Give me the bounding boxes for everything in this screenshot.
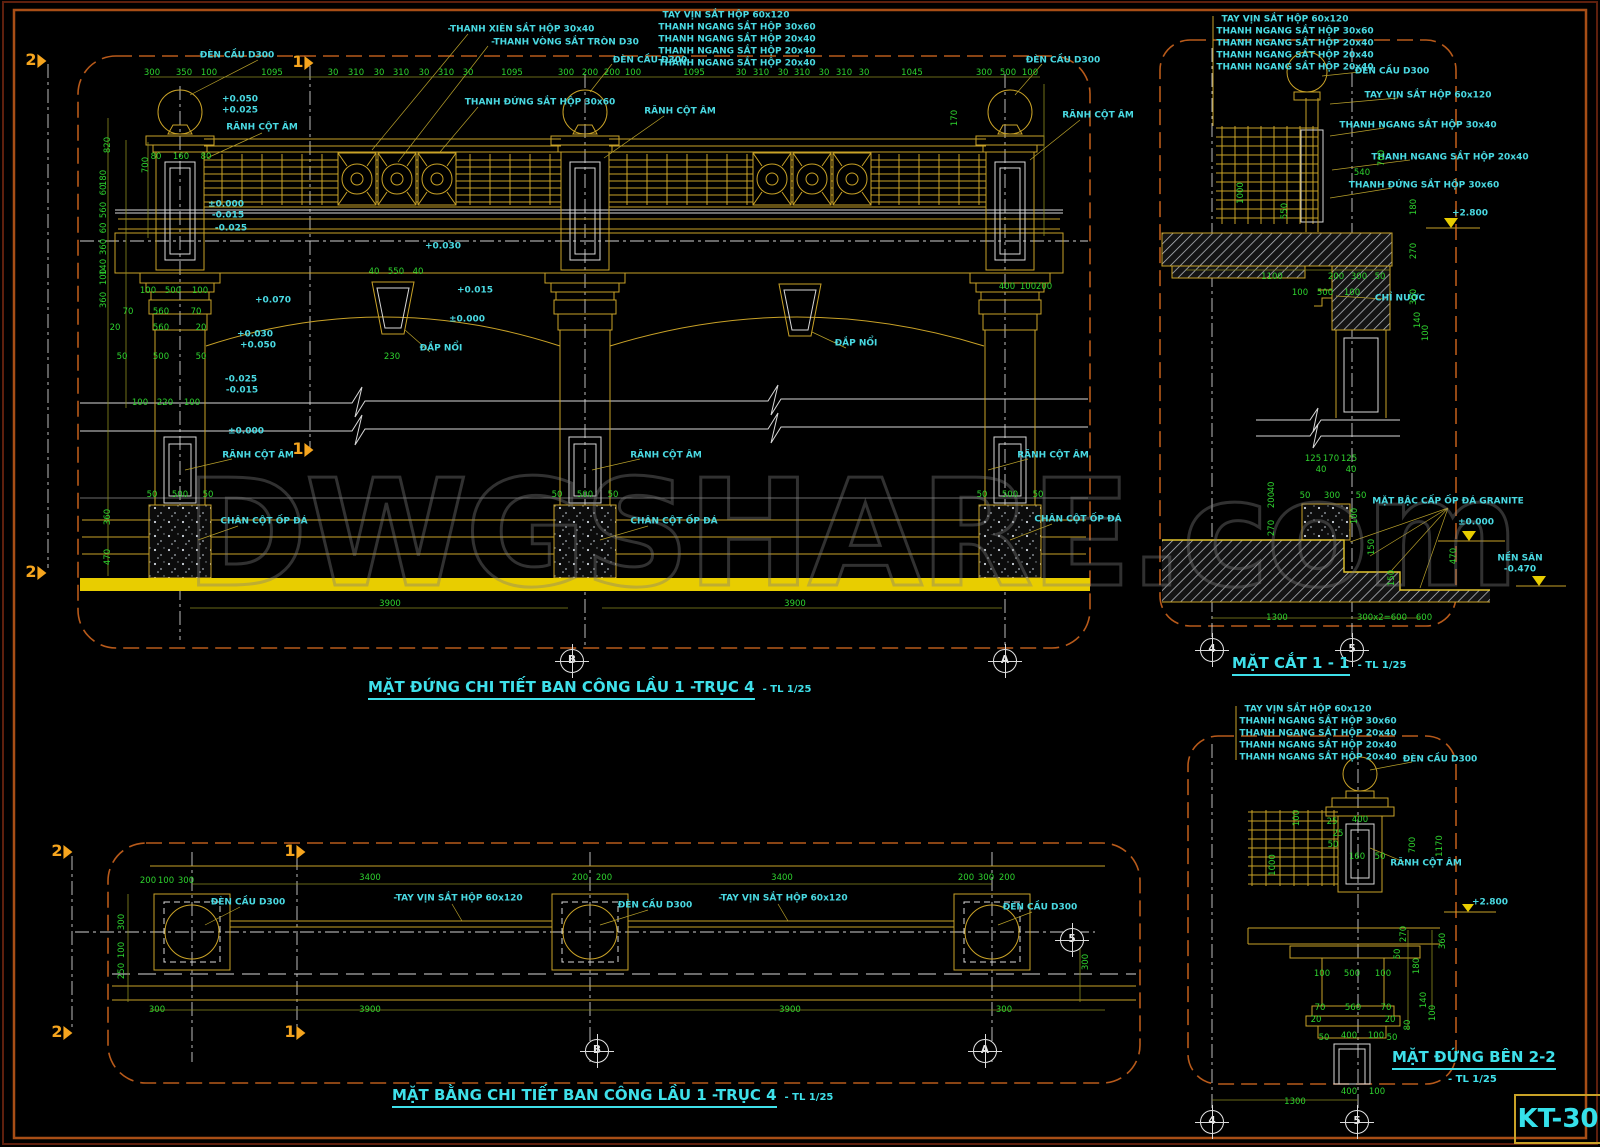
side-view [1212,706,1496,1101]
elevation-view [80,33,1090,609]
centerlines [47,48,1359,1110]
elevation-title: MẶT ĐỨNG CHI TIẾT BAN CÔNG LẦU 1 -TRỤC 4… [368,678,811,700]
view-borders [77,39,1457,1085]
plan-view [112,865,1136,1011]
section-title: MẶT CẮT 1 - 1- TL 1/25 [1232,654,1406,676]
dwgshare-watermark: DWGSHARE.com [183,447,1520,622]
side-title-scale: - TL 1/25 [1448,1074,1497,1085]
sheet-number-box: KT-30 [1514,1094,1600,1144]
side-title: MẶT ĐỨNG BÊN 2-2 [1392,1048,1556,1070]
section-view [1161,16,1566,619]
plan-title: MẶT BẰNG CHI TIẾT BAN CÔNG LẦU 1 -TRỤC 4… [392,1086,833,1108]
sheet-number: KT-30 [1517,1104,1599,1134]
